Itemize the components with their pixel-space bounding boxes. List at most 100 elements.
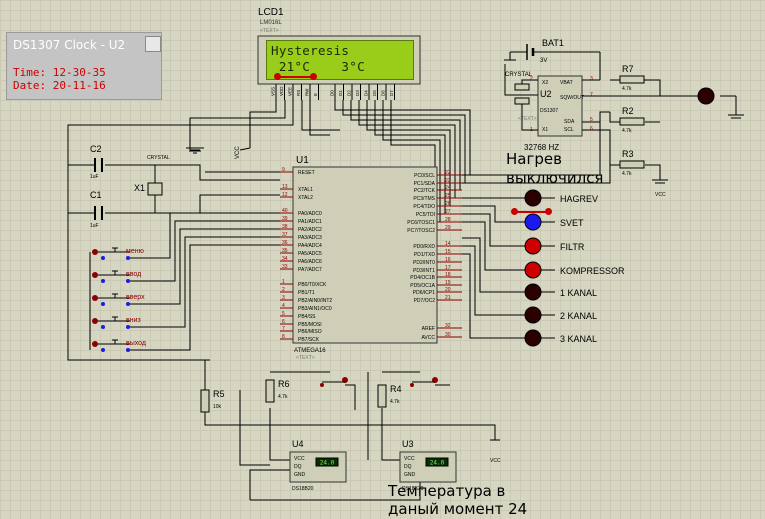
mcu-right-pin-num: 19 xyxy=(445,280,451,286)
crystal-x1[interactable]: X1 CRYSTAL xyxy=(134,155,170,196)
oscillator-wires xyxy=(67,164,280,214)
probe-dot-led-left[interactable] xyxy=(511,208,518,215)
mcu-right-pin-name: AVCC xyxy=(421,335,435,341)
indicator-label: 1 KANAL xyxy=(560,288,597,298)
resistor-ref: R4 xyxy=(390,384,402,394)
mcu-right-pin-name: PC3/TMS xyxy=(413,196,435,202)
probe-dot-lcd-right[interactable] xyxy=(310,73,317,80)
pushbutton-2[interactable]: ввод xyxy=(92,270,141,283)
mcu-left-pin-num: 34 xyxy=(282,256,288,262)
probe-dot-led-right[interactable] xyxy=(545,208,552,215)
mcu-left-pin-num: 8 xyxy=(282,334,285,340)
mcu-right-pin-num: 24 xyxy=(445,185,451,191)
resistor-r2[interactable]: R24.7k xyxy=(619,106,645,134)
pushbutton-3[interactable]: вверх xyxy=(92,293,145,306)
svg-text:6: 6 xyxy=(590,126,593,132)
resistor-ref: R2 xyxy=(622,106,634,116)
clock-window-close-button[interactable] xyxy=(145,36,161,52)
resistor-value: 4.7k xyxy=(622,171,632,177)
mcu-left-pin-name: XTAL1 xyxy=(298,187,313,193)
sensor-reading: 24.0 xyxy=(430,460,445,467)
sensor-group: U4VCCDQGND24.0DS18B20U3VCCDQGND24.0DS18B… xyxy=(289,439,457,492)
mcu-left-pin-num: 39 xyxy=(282,216,288,222)
battery-bat1[interactable]: BAT1 3V xyxy=(504,38,601,81)
indicator-1-kanal[interactable]: 1 KANAL xyxy=(524,283,597,301)
resistor-r7[interactable]: R74.7k xyxy=(619,64,645,92)
lcd-pin-label: D1 xyxy=(338,90,343,96)
resistor-ref: R7 xyxy=(622,64,634,74)
mcu-right-pin-name: PD2/INT0 xyxy=(413,260,435,266)
sqw-led[interactable] xyxy=(697,87,715,105)
svg-text:1uF: 1uF xyxy=(90,174,99,180)
mcu-right-pin-name: PD1/TXD xyxy=(414,252,436,258)
mcu-text-tag: <TEXT> xyxy=(296,355,315,361)
svg-text:3V: 3V xyxy=(540,58,547,64)
rtc-component[interactable]: U2 DS1307 <TEXT> X2 X1 VBAT SQW/OUT SDA … xyxy=(518,75,593,137)
lcd-pin-label: VDD xyxy=(279,86,284,96)
resistor-r6[interactable]: R64.7k xyxy=(265,379,290,403)
indicator-hagrev[interactable]: HAGREV xyxy=(524,189,598,207)
switch-lower-1[interactable] xyxy=(320,377,348,387)
rtc-frequency-label: 32768 HZ xyxy=(524,143,559,152)
sensor-model: DS18B20 xyxy=(402,486,424,492)
pushbutton-5[interactable]: выход xyxy=(92,339,146,352)
pushbutton-4[interactable]: вниз xyxy=(92,316,141,329)
ground-symbol-osc xyxy=(186,147,204,152)
sensor-pin-label: VCC xyxy=(404,456,415,462)
indicator-filtr[interactable]: FILTR xyxy=(524,237,585,255)
mcu-right-pin-num: 27 xyxy=(445,209,451,215)
pushbutton-label: вверх xyxy=(126,294,145,301)
mcu-left-pin-num: 35 xyxy=(282,248,288,254)
svg-text:C2: C2 xyxy=(90,144,102,154)
mcu-right-pin-num: 17 xyxy=(445,265,451,271)
indicator-svet[interactable]: SVET xyxy=(524,213,584,231)
svg-text:<TEXT>: <TEXT> xyxy=(518,116,537,122)
svg-text:X1: X1 xyxy=(542,127,548,133)
sensor-pin-label: GND xyxy=(294,472,306,478)
indicator-3-kanal[interactable]: 3 KANAL xyxy=(524,329,597,347)
mcu-right-pin-num: 23 xyxy=(445,178,451,184)
resistor-r3[interactable]: R34.7k xyxy=(619,149,645,177)
mcu-right-pin-name: PC5/TDI xyxy=(416,212,435,218)
mcu-right-pin-num: 25 xyxy=(445,193,451,199)
indicator-2-kanal[interactable]: 2 KANAL xyxy=(524,306,597,324)
pushbutton-1[interactable]: меню xyxy=(92,247,144,260)
capacitor-c2[interactable]: C2 1uF xyxy=(90,144,103,180)
svg-text:3: 3 xyxy=(590,76,593,82)
button-wires xyxy=(89,212,280,351)
mcu-left-pin-name: RESET xyxy=(298,170,315,176)
heater-status-note: Нагрев выключился xyxy=(506,150,604,187)
svg-text:VBAT: VBAT xyxy=(560,80,573,86)
mcu-right-pin-num: 30 xyxy=(445,332,451,338)
mcu-left-pin-name: PB4/SS xyxy=(298,314,316,320)
sensor-pin-label: DQ xyxy=(294,464,302,470)
mcu-left-pin-num: 38 xyxy=(282,224,288,230)
mcu-left-pin-num: 4 xyxy=(282,303,285,309)
clock-date-row: Date: 20-11-16 xyxy=(13,79,106,92)
mcu-right-pin-name: PD7/OC2 xyxy=(414,298,436,304)
mcu-right-pin-name: PC6/TOSC1 xyxy=(407,220,435,226)
resistor-value: 4.7k xyxy=(278,394,288,400)
mcu-left-pin-name: PA6/ADC6 xyxy=(298,259,322,265)
indicator-kompressor[interactable]: KOMPRESSOR xyxy=(524,261,625,279)
resistor-r4[interactable]: R44.7k xyxy=(377,384,402,408)
lcd-pin-label: RW xyxy=(305,88,310,96)
indicator-group: HAGREV SVET FILTR KOMPRESSOR 1 KANAL 2 KANAL 3… xyxy=(524,189,625,347)
vcc-terminal-lower: VCC xyxy=(490,458,501,464)
probe-dot-lcd-left[interactable] xyxy=(274,73,281,80)
ds1307-clock-window[interactable]: DS1307 Clock - U2 Time: 12-30-35 Date: 2… xyxy=(6,32,162,100)
switch-lower-2[interactable] xyxy=(410,377,438,387)
mcu-right-pin-name: PD5/OC1A xyxy=(410,283,435,289)
svg-text:VCC: VCC xyxy=(490,458,501,464)
capacitor-c1[interactable]: C1 1uF xyxy=(90,190,103,229)
mcu-left-pin-name: PA3/ADC3 xyxy=(298,235,322,241)
mcu-right-pin-name: PD0/RXD xyxy=(413,244,435,250)
svg-text:5: 5 xyxy=(590,117,593,123)
